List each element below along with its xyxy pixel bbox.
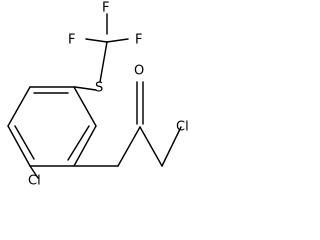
- ring-bond-upper-right: [73, 86, 97, 127]
- chlorine-ring-label: Cl: [28, 174, 41, 189]
- sulfur-label: S: [95, 81, 103, 96]
- oxygen-label: O: [134, 64, 144, 79]
- bond-ch2-cl: [161, 126, 182, 167]
- bond-carbonyl-ch2cl: [139, 126, 163, 167]
- ring-bond-lower-left: [7, 125, 31, 167]
- bond-s-ring: [74, 86, 97, 91]
- fluorine-right-label: F: [135, 33, 142, 48]
- ring-double-bond-right: [67, 125, 90, 161]
- bond-ch2-carbonyl: [117, 126, 141, 167]
- bond-cf3-s: [99, 41, 108, 83]
- chlorine-side-chain-label: Cl: [176, 120, 189, 135]
- ring-double-bond-left: [14, 125, 35, 160]
- chemical-structure-diagram: F F F S O Cl Cl: [7, 1, 189, 189]
- bond-ring-cl: [29, 165, 39, 179]
- ring-bond-upper-left: [7, 86, 31, 127]
- fluorine-top-label: F: [102, 1, 109, 16]
- bond-f-right-cf3: [106, 38, 129, 43]
- fluorine-left-label: F: [68, 33, 75, 48]
- bond-f-left-cf3: [85, 38, 108, 43]
- ring-bond-lower-right: [73, 125, 97, 167]
